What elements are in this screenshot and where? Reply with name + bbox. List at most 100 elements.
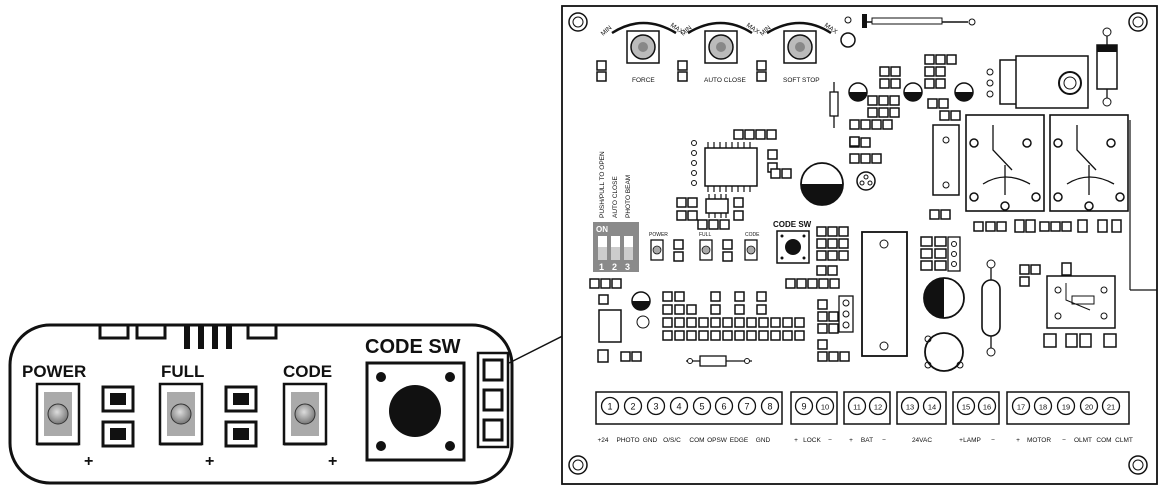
terminal-label: − (991, 437, 995, 444)
relay-vertical (861, 231, 908, 357)
terminal-label: − (1062, 437, 1066, 444)
smd-pads-grid (662, 291, 850, 362)
terminal-screw (1033, 396, 1053, 416)
terminal-number: 9 (801, 402, 806, 412)
terminal-label: +24 (597, 437, 608, 444)
terminal-number: 5 (699, 402, 704, 412)
zoom-full-plus: + (205, 453, 214, 470)
zoom-power-label: POWER (22, 362, 86, 381)
terminal-label: GND (643, 437, 658, 444)
relay-1 (965, 114, 1045, 212)
zoom-panel: POWER + FULL + CODE (8, 323, 514, 485)
dip-label-2: AUTO CLOSE (612, 176, 619, 218)
zoom-code-led (282, 382, 328, 446)
terminal-label: EDGE (730, 437, 749, 444)
smd-pads-top (596, 54, 961, 164)
terminal-number: 15 (962, 403, 970, 412)
electrolytic-caps-top (848, 82, 974, 102)
terminal-number: 3 (653, 402, 658, 412)
terminal-screw (714, 396, 734, 416)
terminal-screw (956, 396, 976, 416)
terminal-label: BAT (861, 437, 873, 444)
terminal-label: + (794, 437, 798, 444)
dip-label-1: PUSH/PULL TO OPEN (599, 151, 606, 218)
terminal-number: 1 (607, 402, 612, 412)
header-3pin (838, 295, 854, 333)
terminal-screw (1079, 396, 1099, 416)
terminal-label: OPSW (707, 437, 728, 444)
main-board: MIN MAX FORCE MIN MAX AUTO CLOSE MIN MAX… (561, 5, 1158, 485)
zoom-capacitor-2 (224, 385, 258, 448)
terminal-screw (600, 396, 620, 416)
terminal-number: 18 (1039, 403, 1047, 412)
terminal-label: COM (1096, 437, 1111, 444)
terminal-label: PHOTO (617, 437, 640, 444)
zoom-code-plus: + (328, 453, 337, 470)
terminal-screw (1011, 396, 1031, 416)
svg-text:POWER: POWER (649, 232, 668, 238)
terminal-label: COM (689, 437, 704, 444)
terminal-screw (794, 396, 814, 416)
terminal-screw (1056, 396, 1076, 416)
terminal-label: MOTOR (1027, 437, 1051, 444)
terminal-label: − (828, 437, 832, 444)
terminal-number: 7 (744, 402, 749, 412)
trimpot-auto-close: MIN MAX AUTO CLOSE (680, 21, 761, 84)
terminal-screw (646, 396, 666, 416)
terminal-label: − (882, 437, 886, 444)
terminal-screw (692, 396, 712, 416)
trimpot-force-label: FORCE (632, 77, 655, 84)
smd-pads-middle (676, 129, 860, 230)
terminal-label: CLMT (1115, 437, 1133, 444)
svg-text:2: 2 (612, 262, 617, 272)
terminal-label: + (1016, 437, 1020, 444)
board-leds: POWER FULL CODE (649, 232, 760, 262)
mounting-holes (568, 12, 1148, 475)
svg-text:FULL: FULL (699, 232, 711, 238)
terminal-screw (669, 396, 689, 416)
terminal-number: 6 (721, 402, 726, 412)
terminal-label: LAMP (963, 437, 981, 444)
resistor-vertical (829, 82, 839, 128)
ic-chip (691, 140, 758, 192)
board-code-sw-label: CODE SW (773, 220, 812, 229)
terminal-number: 17 (1017, 403, 1025, 412)
diode-right (1096, 27, 1118, 107)
terminal-screw (760, 396, 780, 416)
terminal-label: OLMT (1074, 437, 1092, 444)
terminal-label: 24VAC (912, 437, 932, 444)
smd-pads-relays (973, 219, 1122, 287)
terminal-number: 10 (821, 403, 829, 412)
trimpot-force: MIN MAX FORCE (600, 21, 685, 84)
terminal-number: 8 (767, 402, 772, 412)
dip-switch: PUSH/PULL TO OPEN AUTO CLOSE PHOTO BEAM … (593, 151, 639, 272)
voltage-regulator (986, 55, 1089, 109)
zoom-side-header (476, 351, 510, 449)
top-connector (862, 14, 976, 28)
svg-text:1: 1 (599, 262, 604, 272)
terminal-label: + (959, 437, 963, 444)
terminal-number: 4 (676, 402, 681, 412)
zoom-full-led (158, 382, 204, 446)
fuse-vertical (981, 259, 1001, 357)
terminal-screw (847, 396, 867, 416)
relay-2 (1049, 114, 1129, 212)
zoom-capacitor-1 (101, 385, 135, 448)
terminal-screw (900, 396, 920, 416)
terminal-screw (868, 396, 888, 416)
relay-small (1043, 275, 1117, 348)
zoom-power-plus: + (84, 453, 93, 470)
terminal-screw (1101, 396, 1121, 416)
electrolytic-cap-center (800, 162, 876, 206)
transistors-block (920, 124, 961, 272)
zoom-code-label: CODE (283, 362, 332, 381)
trimpot-auto-close-label: AUTO CLOSE (704, 77, 746, 84)
terminal-number: 16 (983, 403, 991, 412)
terminal-number: 13 (906, 403, 914, 412)
zoom-code-sw-label: CODE SW (365, 336, 461, 358)
dip-label-3: PHOTO BEAM (625, 175, 632, 218)
board-lower-left (597, 291, 752, 367)
terminal-screw (623, 396, 643, 416)
